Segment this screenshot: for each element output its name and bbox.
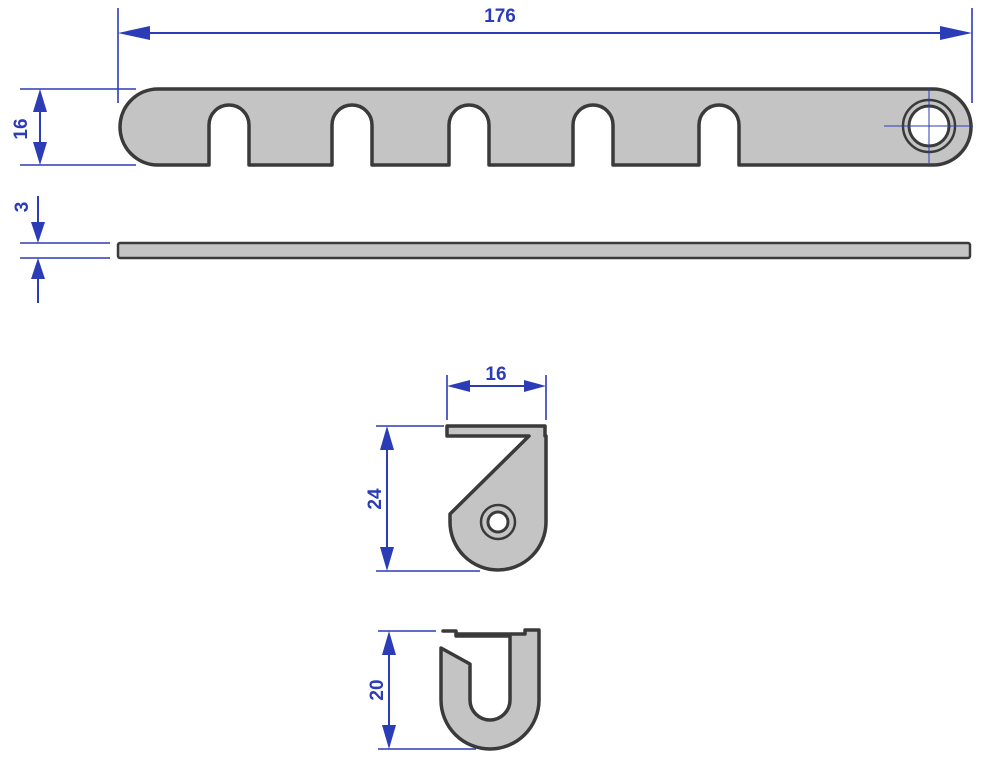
dimension-stay-thickness: 3	[12, 196, 110, 303]
pivot-bracket-outline	[445, 424, 548, 572]
stay-bar	[118, 87, 973, 167]
dimension-stay-height: 16	[11, 88, 136, 166]
dimension-bracket-height: 24	[365, 425, 480, 572]
dim-label-stay-thickness: 3	[12, 202, 33, 213]
dim-label-bracket-width: 16	[485, 364, 506, 385]
dimension-stay-length: 176	[117, 6, 973, 103]
stay-bar-outline	[118, 87, 973, 167]
catch-hook	[439, 628, 541, 751]
catch-hook-outline	[439, 628, 541, 751]
dim-label-stay-length: 176	[484, 6, 516, 27]
bracket-hole-ring	[479, 503, 517, 541]
dimension-bracket-width: 16	[446, 364, 547, 420]
dim-label-stay-height: 16	[11, 118, 32, 139]
dimension-catch-height: 20	[367, 630, 476, 750]
stay-bar-side-view	[116, 241, 972, 260]
bracket-hole	[486, 510, 510, 534]
dim-label-catch-height: 20	[367, 679, 388, 700]
pivot-bracket	[445, 424, 548, 572]
dim-label-bracket-height: 24	[365, 488, 386, 510]
